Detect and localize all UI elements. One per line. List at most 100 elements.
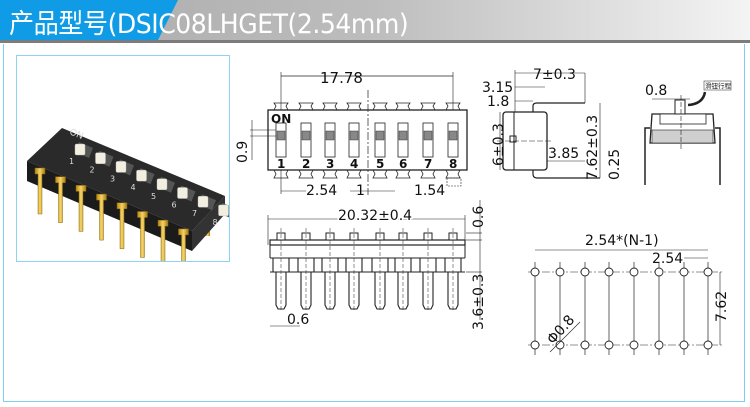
pcb-hole	[555, 267, 565, 277]
top-pin	[372, 102, 388, 111]
pcb-hole	[679, 340, 689, 350]
switch-actuator	[448, 130, 458, 141]
photo-pin	[96, 193, 107, 241]
header-accent	[0, 0, 178, 40]
pcb-hole	[555, 340, 565, 350]
photo-on-label: ON	[68, 128, 85, 142]
switch-number: 1	[277, 157, 285, 171]
end-view: 0.8 滑钮行程	[644, 80, 732, 185]
switch-number: 3	[326, 157, 334, 171]
dim-b-label: 1.8	[487, 94, 509, 110]
switch-number: 4	[350, 157, 358, 171]
switch-body-side	[192, 196, 225, 251]
photo-switch-number: 1	[69, 157, 74, 166]
dim-row-label: 7.62±0.3	[585, 115, 601, 180]
pcb-hole	[703, 340, 713, 350]
dim-actuator-label: 0.8	[645, 83, 667, 99]
pcb-hole	[530, 267, 540, 277]
pcb-hole	[654, 340, 664, 350]
dim-thick-label: 0.25	[607, 149, 623, 180]
top-pin	[346, 102, 362, 111]
switch-number: 8	[449, 157, 457, 171]
bottom-pin	[322, 169, 338, 179]
pcb-hole	[654, 267, 664, 277]
photo-switch-knob	[74, 143, 86, 156]
body-outline	[269, 245, 466, 273]
dim-span-label: 2.54*(N-1)	[585, 233, 659, 249]
bottom-pin	[395, 169, 411, 179]
dim-depth-label: 7±0.3	[533, 67, 576, 83]
pcb-hole	[604, 267, 614, 277]
dim-fp-row-label: 7.62	[714, 291, 730, 322]
pcb-hole	[604, 340, 614, 350]
photo-switch-knob	[95, 152, 106, 164]
dim-gap-label: 1	[356, 183, 365, 199]
bottom-pin	[372, 169, 388, 179]
pcb-hole	[629, 340, 639, 350]
photo-switch-number: 4	[131, 183, 136, 192]
end-view-tag: 滑钮行程	[705, 81, 732, 90]
switch-actuator	[398, 130, 408, 141]
dim-c-label: 3.85	[548, 146, 579, 162]
dim-pitch-label: 2.54	[306, 183, 337, 199]
front-view: 20.32±0.4 0.6 3.6±0.3 0.6	[267, 200, 487, 330]
switch-actuator	[423, 130, 433, 141]
photo-pin	[137, 211, 148, 258]
photo-switch-knob	[177, 187, 188, 199]
dim-width-label: 17.78	[320, 69, 363, 87]
pcb-footprint: 2.54*(N-1) 2.54 7.62 Φ0.8	[528, 233, 730, 355]
photo-switch-knob	[156, 178, 168, 191]
switch-number: 6	[399, 157, 407, 171]
photo-pin	[34, 167, 46, 215]
photo-pin	[55, 176, 66, 223]
pcb-hole	[580, 267, 590, 277]
top-view-body	[267, 109, 468, 171]
dim-lead-label: 3.6±0.3	[471, 274, 487, 330]
dim-a-label: 3.15	[482, 80, 513, 96]
switch-body-front	[27, 161, 192, 251]
top-pin	[395, 102, 411, 111]
dim-slide-label: 1.54	[414, 183, 445, 199]
switch-actuator	[301, 130, 311, 141]
pcb-hole	[679, 267, 689, 277]
header-divider	[0, 40, 750, 43]
top-pin	[322, 102, 338, 111]
bottom-pin	[346, 169, 362, 179]
switch-number: 5	[376, 157, 384, 171]
photo-switch-number: 2	[90, 166, 95, 175]
photo-switch-knob	[115, 161, 127, 173]
photo-switch-knob	[136, 169, 147, 182]
switch-actuator	[325, 130, 335, 141]
side-view: 7±0.3 3.15 1.8 6±0.3 3.85 7.62±0.3 0.25	[482, 67, 623, 180]
switch-actuator	[375, 130, 385, 141]
photo-switch-number: 7	[192, 209, 197, 218]
photo-switch-number: 6	[172, 201, 177, 210]
photo-switch-number: 8	[213, 218, 218, 227]
photo-switch-knob	[197, 195, 209, 208]
bottom-pin	[445, 169, 461, 179]
pcb-hole	[530, 340, 540, 350]
dim-pin-label: 0.6	[287, 312, 309, 328]
switch-actuator	[276, 130, 286, 141]
top-pin	[420, 102, 436, 111]
dim-length-label: 20.32±0.4	[338, 208, 412, 224]
dim-fp-pitch-label: 2.54	[652, 251, 683, 267]
pcb-hole	[703, 267, 713, 277]
photo-switch-number: 3	[110, 174, 115, 183]
page-title: 产品型号(DSIC08LHGET(2.54mm)	[9, 9, 409, 40]
dim-height-label: 6±0.3	[491, 123, 507, 166]
bottom-pin	[420, 169, 436, 179]
dim-top-label: 0.6	[471, 206, 487, 228]
switch-number: 7	[424, 157, 432, 171]
content-frame	[3, 44, 745, 402]
photo-pin	[116, 202, 128, 250]
pcb-hole	[580, 340, 590, 350]
photo-switch-knob	[218, 204, 229, 217]
photo-pin	[75, 185, 87, 232]
dim-step-label: 0.9	[235, 141, 251, 163]
